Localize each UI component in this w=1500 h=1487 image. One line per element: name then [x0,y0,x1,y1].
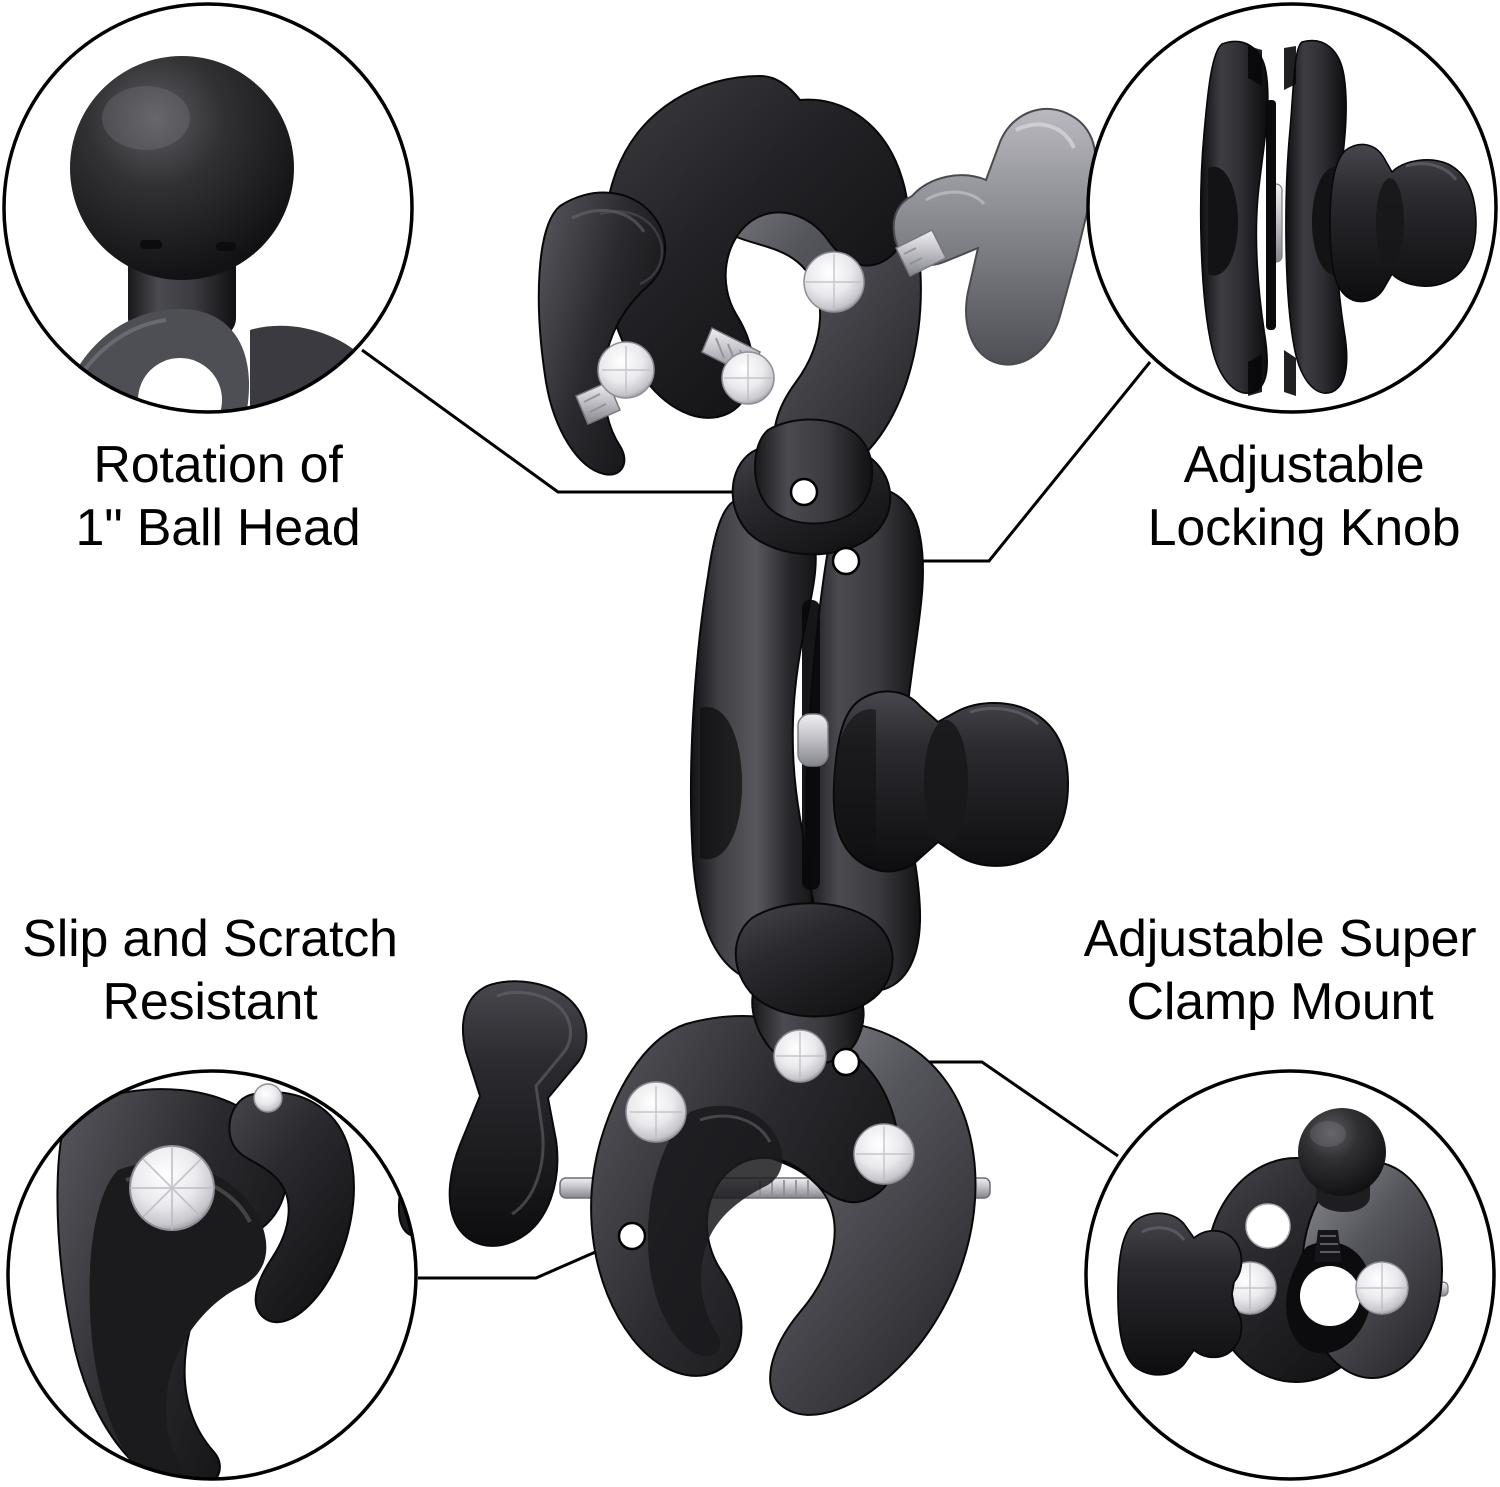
leader-line-top-left [361,348,804,494]
bottom-clamp-assembly [448,965,991,1416]
center-product-assembly [448,74,1097,1416]
callout-circle-top-left [2,2,414,414]
top-clamp-neck [754,418,874,525]
marker-dot-bottom-left [617,1221,647,1251]
callout-label-adjustable-super-clamp-mount: Adjustable Super Clamp Mount [1083,910,1477,1032]
top-clamp-rivets [597,251,865,405]
bottom-clamp-rivets [625,1029,915,1185]
marker-dot-top-right [831,546,861,576]
bottom-clamp-knob [448,980,588,1247]
arm-locking-knob [832,690,1070,873]
callout-circle-bottom-right [1084,1069,1496,1481]
callout-label-adjustable-locking-knob: Adjustable Locking Knob [1147,436,1461,558]
bottom-right-callout-knob [1117,1212,1243,1376]
arm-pivot-pin [797,713,829,767]
marker-dot-bottom-right [831,1047,861,1077]
arm-socket-bottom [734,902,894,1018]
top-clamp-fin [537,191,666,476]
callout-circle-top-right [1086,2,1498,414]
marker-dots [617,477,861,1251]
callout-circle-bottom-left [6,1069,418,1481]
double-socket-arm [689,438,1070,1018]
top-clamp-assembly [537,74,1097,525]
marker-dot-top-left [789,477,819,507]
callout-label-slip-scratch-resistant: Slip and Scratch Resistant [22,910,398,1032]
callout-label-rotation-ball-head: Rotation of 1" Ball Head [75,436,361,558]
